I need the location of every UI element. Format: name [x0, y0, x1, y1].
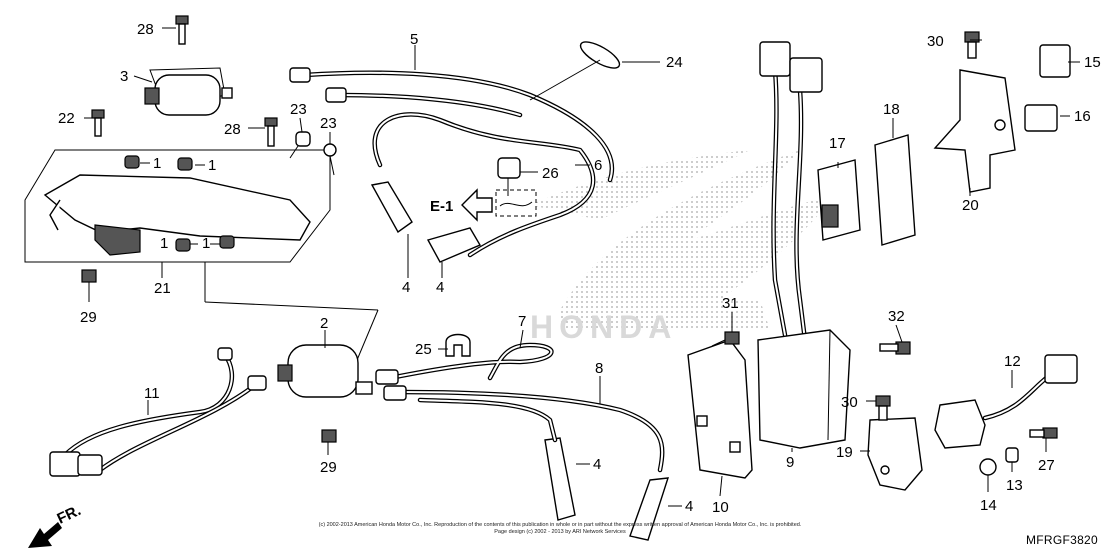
callout-2: 2: [320, 315, 328, 332]
ignition-coil-3: [144, 67, 233, 116]
plug-cap-4-a: [370, 181, 413, 234]
callout-32: 32: [888, 308, 905, 325]
callout-labels: 28 3 22 28 23 23 1 1 1 1 21 29 5 24 26 6…: [58, 21, 1101, 516]
callout-18: 18: [883, 101, 900, 118]
sub-harness-11: [49, 347, 267, 477]
reference-label-e1: E-1: [430, 198, 453, 215]
callout-20: 20: [962, 197, 979, 214]
relay-holder-16: [1024, 104, 1058, 132]
callout-25: 25: [415, 341, 432, 358]
callout-31: 31: [722, 295, 739, 312]
bolt-30-lower: [875, 395, 891, 421]
nut-29-center: [321, 429, 337, 443]
clip-26: [497, 157, 521, 196]
ignition-coil-2: [277, 344, 373, 398]
nut-29-left: [81, 269, 97, 283]
spark-plug-wire-5: [289, 67, 614, 183]
callout-22: 22: [58, 110, 75, 127]
callout-26: 26: [542, 165, 559, 182]
callout-23-b: 23: [320, 115, 337, 132]
callout-12: 12: [1004, 353, 1021, 370]
grommet-23-a: [289, 131, 311, 159]
plug-cap-4-b: [426, 227, 482, 263]
bolt-31: [711, 331, 740, 347]
reference-arrow-e1: [461, 188, 537, 222]
callout-1-b: 1: [208, 157, 216, 174]
callout-17: 17: [829, 135, 846, 152]
plug-cap-4-c: [544, 437, 576, 521]
bracket-20: [933, 69, 1016, 193]
bracket-assembly-21: [43, 155, 311, 256]
callout-4-c: 4: [593, 456, 601, 473]
bolt-22: [91, 109, 105, 137]
callout-29-center: 29: [320, 459, 337, 476]
callout-9: 9: [786, 454, 794, 471]
spark-plug-wire-6: [372, 112, 596, 258]
bracket-19: [867, 417, 923, 491]
wire-harness-9: [757, 41, 851, 449]
callout-24: 24: [666, 54, 683, 71]
callout-21: 21: [154, 280, 171, 297]
bolt-28-upper: [175, 15, 189, 45]
callout-4-d: 4: [685, 498, 693, 515]
callout-15: 15: [1084, 54, 1101, 71]
callout-13: 13: [1006, 477, 1023, 494]
honda-watermark-text: HONDA: [530, 309, 677, 345]
callout-10: 10: [712, 499, 729, 516]
callout-4-b: 4: [436, 279, 444, 296]
grommet-14: [979, 458, 997, 476]
plate-10: [687, 339, 753, 479]
callout-6: 6: [594, 157, 602, 174]
bolt-32: [879, 341, 911, 355]
connector-17: [817, 159, 861, 241]
cable-tie-24: [529, 41, 621, 101]
callout-4-a: 4: [402, 279, 410, 296]
plug-cap-4-d: [629, 477, 669, 541]
callout-5: 5: [410, 31, 418, 48]
spark-plug-wire-8: [383, 385, 665, 473]
callout-1-c: 1: [160, 235, 168, 252]
callout-19: 19: [836, 444, 853, 461]
callout-29-left: 29: [80, 309, 97, 326]
callout-16: 16: [1074, 108, 1091, 125]
callout-28-upper: 28: [137, 21, 154, 38]
bolt-28-lower: [264, 117, 278, 147]
callout-28-lower: 28: [224, 121, 241, 138]
leader-lines: [84, 27, 1080, 507]
front-direction-arrow: [28, 522, 62, 548]
honda-wing-watermark: [530, 150, 835, 330]
callout-11: 11: [144, 385, 160, 402]
clamp-25: [445, 333, 471, 357]
callout-1-d: 1: [202, 235, 210, 252]
page-design-notice: Page design (c) 2002 - 2013 by ARI Netwo…: [494, 529, 626, 535]
copyright-notice: (c) 2002-2013 American Honda Motor Co., …: [318, 522, 802, 528]
connector-cover-18: [874, 134, 916, 246]
callout-3: 3: [120, 68, 128, 85]
collar-13: [1005, 447, 1019, 463]
callout-30-lower: 30: [841, 394, 858, 411]
callout-8: 8: [595, 360, 603, 377]
relay-15: [1039, 44, 1071, 78]
callout-27: 27: [1038, 457, 1055, 474]
callout-30-upper: 30: [927, 33, 944, 50]
diagram-code: MFRGF3820: [1025, 533, 1098, 547]
callout-14: 14: [980, 497, 997, 514]
sensor-12: [934, 354, 1078, 449]
bolt-30-upper: [964, 31, 980, 59]
spark-plug-wire-7: [375, 342, 554, 385]
callout-23-a: 23: [290, 101, 307, 118]
bolt-27: [1029, 427, 1058, 439]
callout-7: 7: [518, 313, 526, 330]
callout-1-a: 1: [153, 155, 161, 172]
